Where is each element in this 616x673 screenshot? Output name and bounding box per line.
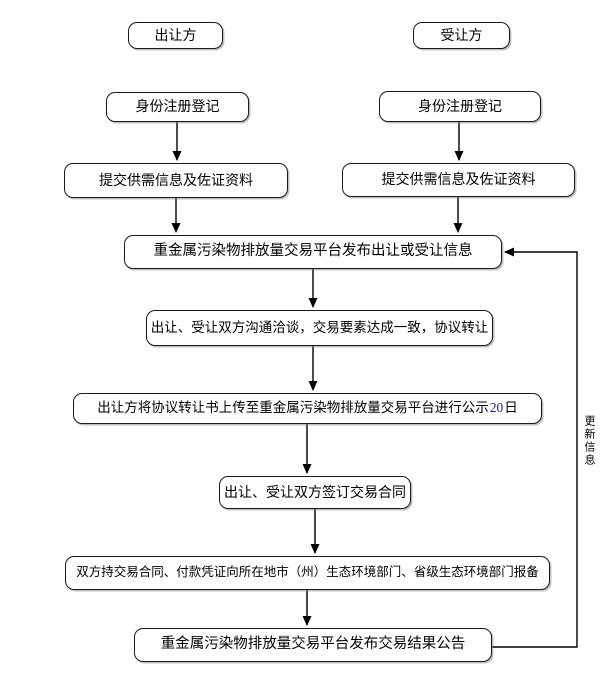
node-negotiate-agreement: 出让、受让双方沟通洽谈，交易要素达成一致，协议转让 <box>146 310 493 346</box>
node-transferee-label: 受让方 <box>440 26 483 43</box>
node-transferor-label: 出让方 <box>154 26 197 43</box>
node-result-announcement-label: 重金属污染物排放量交易平台发布交易结果公告 <box>160 636 466 653</box>
node-platform-publish-info-label: 重金属污染物排放量交易平台发布出让或受让信息 <box>153 243 473 260</box>
node-negotiate-agreement-label: 出让、受让双方沟通洽谈，交易要素达成一致，协议转让 <box>150 319 489 335</box>
node-report-to-authorities-label: 双方持交易合同、付款凭证向所在地市（州）生态环境部门、省级生态环境部门报备 <box>76 565 539 580</box>
node-sign-contract: 出让、受让双方签订交易合同 <box>219 476 411 509</box>
node-identity-registration-left-label: 身份注册登记 <box>135 98 220 115</box>
node-sign-contract-label: 出让、受让双方签订交易合同 <box>224 483 406 500</box>
node-identity-registration-right: 身份注册登记 <box>379 91 541 122</box>
node-result-announcement: 重金属污染物排放量交易平台发布交易结果公告 <box>134 628 492 662</box>
node-submit-info-right-label: 提交供需信息及佐证资料 <box>381 171 536 188</box>
node-identity-registration-left: 身份注册登记 <box>106 92 249 122</box>
node-submit-info-left-label: 提交供需信息及佐证资料 <box>99 171 253 188</box>
node-transferee: 受让方 <box>413 22 510 49</box>
node-submit-info-left: 提交供需信息及佐证资料 <box>64 163 288 198</box>
node-upload-publicity-prefix: 出让方将协议转让书上传至重金属污染物排放量交易平台进行公示 <box>97 400 489 416</box>
publicity-duration-number: 20 <box>489 400 504 416</box>
feedback-edge-label: 更新信息 <box>583 415 595 467</box>
node-upload-publicity-suffix: 日 <box>504 400 518 416</box>
node-report-to-authorities: 双方持交易合同、付款凭证向所在地市（州）生态环境部门、省级生态环境部门报备 <box>65 556 550 590</box>
feedback-loop-result-to-platform <box>492 247 578 648</box>
node-identity-registration-right-label: 身份注册登记 <box>418 97 502 114</box>
node-submit-info-right: 提交供需信息及佐证资料 <box>342 163 575 197</box>
node-platform-publish-info: 重金属污染物排放量交易平台发布出让或受让信息 <box>124 235 502 269</box>
node-transferor: 出让方 <box>128 22 223 49</box>
